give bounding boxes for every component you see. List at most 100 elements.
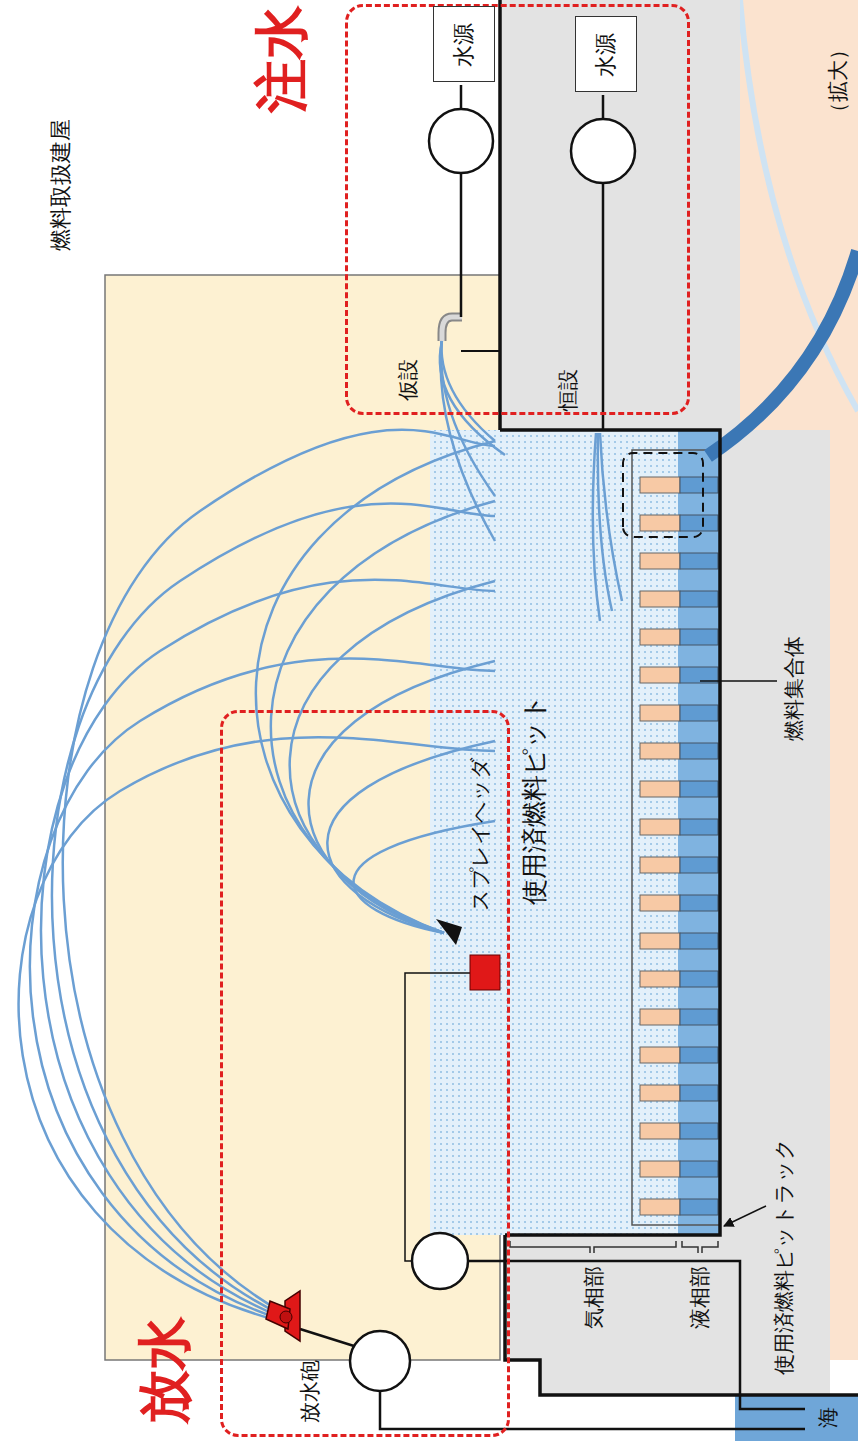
- fuel-assembly: [640, 1085, 680, 1101]
- fuel-assembly: [640, 1123, 680, 1139]
- part-label: 放水砲: [298, 1360, 323, 1423]
- pump-symbol: [412, 1233, 468, 1289]
- fuel-assembly: [640, 1161, 680, 1177]
- part-label: 燃料集合体: [782, 636, 807, 741]
- zoom-edge: [740, 0, 858, 411]
- spent-fuel-pit: 使用済燃料ピット: [505, 430, 720, 1235]
- zoom-arrow: [708, 251, 858, 456]
- fuel-assembly: [640, 1009, 680, 1025]
- spray-nozzle: [436, 919, 462, 945]
- fuel-assembly: [640, 1199, 680, 1215]
- region-heading: 放水: [133, 1316, 198, 1424]
- pipe-line: [440, 341, 505, 455]
- fuel-assembly: [680, 895, 718, 911]
- fuel-assembly: [680, 515, 718, 531]
- ground-left: [505, 1235, 858, 1395]
- fuel-assembly: [640, 933, 680, 949]
- fuel-assembly: [680, 477, 718, 493]
- fuel-assembly: [680, 629, 718, 645]
- fuel-assembly: [680, 743, 718, 759]
- fuel-assembly: [640, 477, 680, 493]
- ground-line: [498, 0, 502, 430]
- bracket: [510, 1241, 676, 1253]
- part-label: 仮設: [396, 359, 421, 401]
- fuel-assembly: [640, 667, 680, 683]
- fuel-assembly: [680, 857, 718, 873]
- water-cannon: [266, 1291, 300, 1341]
- part-label: 使用済燃料ピットラック: [772, 1138, 797, 1375]
- header-spray: [256, 441, 495, 933]
- part-label: スプレイヘッダ: [468, 757, 493, 911]
- pump-symbol: [571, 119, 635, 183]
- pipe: [405, 973, 470, 1261]
- water-source-box: 水源: [575, 16, 637, 92]
- leader-line: [700, 680, 777, 682]
- pump-symbol: [350, 1331, 410, 1391]
- fuel-assembly: [680, 1047, 718, 1063]
- pit-air: [430, 430, 680, 1235]
- ground-line: [505, 1235, 858, 1395]
- leader-line: [724, 1206, 766, 1226]
- fuel-assembly: [680, 553, 718, 569]
- cannon-jets: [19, 430, 495, 1319]
- building-band: 燃料取扱建屋: [105, 275, 500, 1360]
- fuel-assembly: [640, 819, 680, 835]
- pipe: [468, 1261, 805, 1409]
- fuel-assembly: [640, 705, 680, 721]
- fuel-assembly: [680, 591, 718, 607]
- injection-region: 注水水源水源: [345, 4, 690, 415]
- fuel-assembly: [640, 781, 680, 797]
- pit-wall: [500, 430, 720, 1235]
- pump-symbol: [429, 109, 493, 173]
- node-label: 水源: [593, 33, 619, 77]
- discharge-region: 放水: [220, 710, 510, 1437]
- fuel-assembly: [680, 1161, 718, 1177]
- fuel-assembly: [680, 1009, 718, 1025]
- region-heading: 注水: [250, 5, 315, 113]
- fuel-assemblies: [640, 477, 718, 1215]
- fuel-assembly: [640, 1047, 680, 1063]
- fuel-assembly: [640, 553, 680, 569]
- sea-water: [735, 1395, 858, 1441]
- spray-header: [470, 955, 500, 990]
- node-label: 燃料取扱建屋: [48, 119, 74, 251]
- node-label: 水源: [451, 23, 477, 67]
- temporary-nozzle: [442, 317, 462, 341]
- part-label: 気相部: [582, 1266, 607, 1329]
- fuel-assembly: [680, 1085, 718, 1101]
- fuel-assembly: [680, 819, 718, 835]
- fuel-assembly: [640, 743, 680, 759]
- zoom-box: [623, 453, 703, 537]
- fuel-assembly: [640, 629, 680, 645]
- nozzle-spray: [441, 337, 495, 541]
- fuel-assembly: [640, 515, 680, 531]
- fuel-assembly: [640, 971, 680, 987]
- pipe: [461, 350, 500, 352]
- permanent-spray: [593, 433, 622, 621]
- water-source-box: 水源: [433, 6, 495, 82]
- zoom-label: （拡大）: [826, 39, 851, 123]
- fuel-assembly: [640, 591, 680, 607]
- ground-under-pit: [720, 430, 830, 1235]
- fuel-assembly: [640, 895, 680, 911]
- temporary-nozzle: [442, 317, 462, 341]
- fuel-assembly: [680, 933, 718, 949]
- fuel-assembly: [680, 705, 718, 721]
- fuel-assembly: [680, 1123, 718, 1139]
- node-label: 使用済燃料ピット: [519, 694, 550, 905]
- fuel-assembly: [680, 1199, 718, 1215]
- bracket: [682, 1241, 718, 1253]
- fuel-assembly: [680, 971, 718, 987]
- fuel-assembly: [680, 781, 718, 797]
- fuel-assembly: [640, 857, 680, 873]
- pipe: [300, 1329, 354, 1346]
- part-label: 海: [816, 1407, 841, 1428]
- fuel-rack: [632, 450, 720, 1225]
- ground-right: [500, 0, 740, 430]
- pit-liquid: [678, 430, 720, 1235]
- part-label: 恒設: [556, 369, 581, 411]
